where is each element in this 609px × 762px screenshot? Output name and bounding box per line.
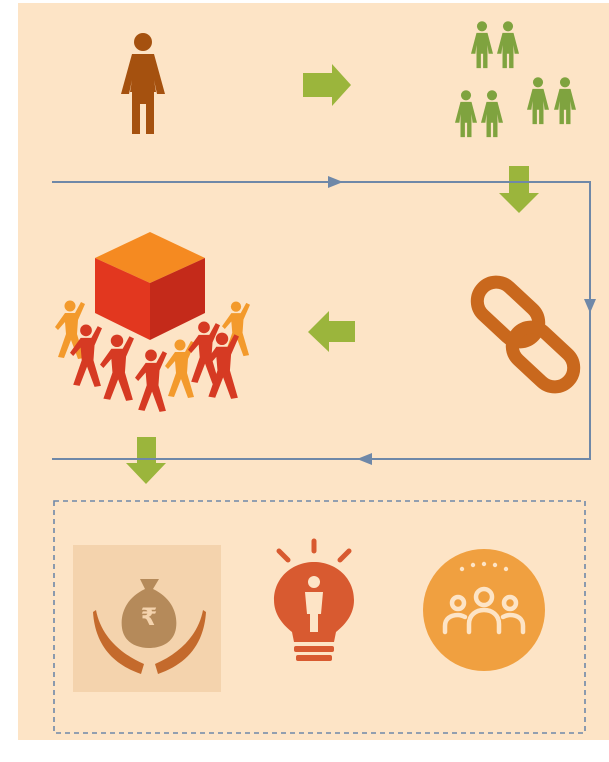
woman-icon	[121, 33, 165, 134]
team-lifting-box-icon	[55, 232, 250, 412]
arrow-left	[308, 311, 355, 352]
svg-text:₹: ₹	[141, 603, 158, 631]
arrow-right	[303, 64, 351, 106]
outcomes-box	[53, 500, 586, 734]
lightbulb-person-icon	[274, 538, 354, 661]
community-circle-icon	[423, 549, 545, 671]
chain-link-icon	[470, 275, 581, 394]
arrow-down-2	[126, 437, 166, 484]
women-group-icon	[455, 21, 576, 138]
arrow-down	[499, 166, 539, 213]
flow-line	[52, 181, 591, 460]
flow-arrowheads	[328, 176, 596, 465]
rupee-money-hands-icon: ₹	[73, 545, 221, 692]
